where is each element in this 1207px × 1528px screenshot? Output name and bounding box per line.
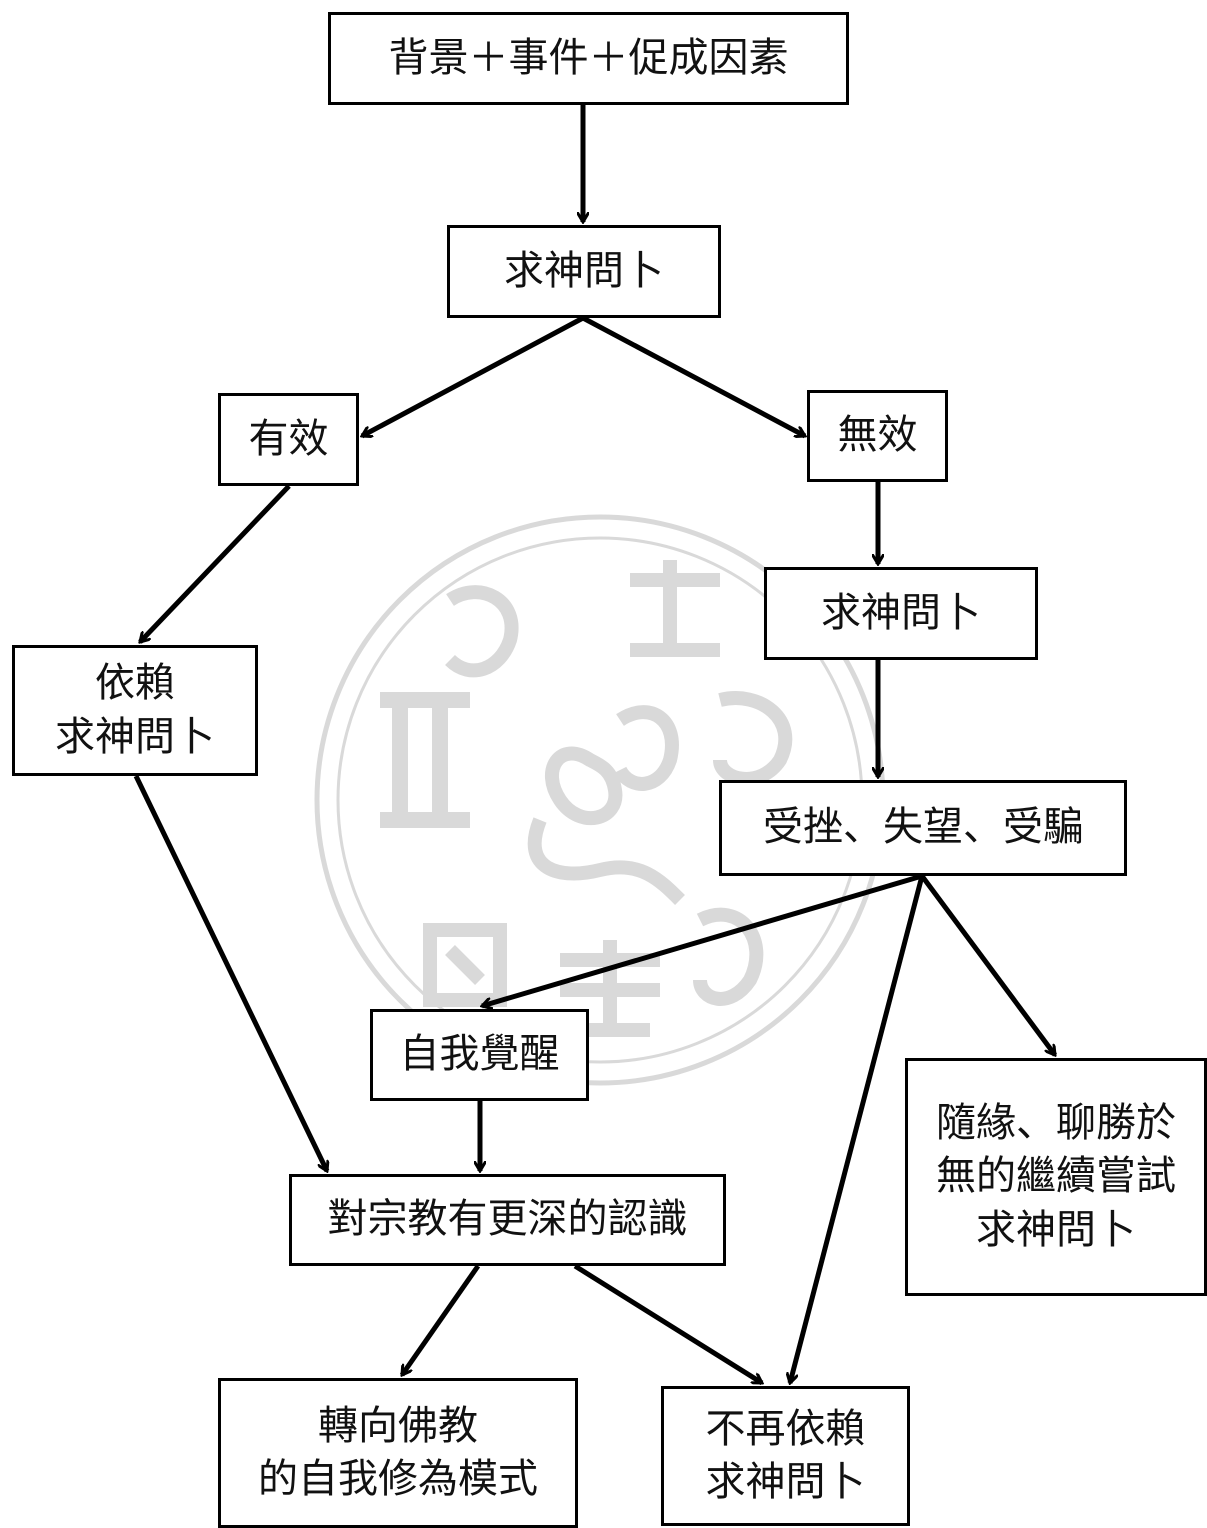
node-no-longer-dependent: 不再依賴 求神問卜 bbox=[661, 1386, 910, 1526]
node-divination: 求神問卜 bbox=[447, 225, 721, 318]
arrow-n2-to-n4 bbox=[581, 315, 805, 439]
node-dependence: 依賴 求神問卜 bbox=[12, 645, 258, 776]
node-buddhist-practice: 轉向佛教 的自我修為模式 bbox=[218, 1378, 578, 1528]
node-effective: 有效 bbox=[218, 393, 359, 486]
arrow-n7-to-n12 bbox=[790, 875, 925, 1383]
node-ineffective: 無效 bbox=[807, 390, 948, 482]
node-deeper-understanding: 對宗教有更深的認識 bbox=[289, 1174, 726, 1266]
node-casual-continue: 隨緣、聊勝於 無的繼續嘗試 求神問卜 bbox=[905, 1058, 1207, 1296]
arrow-n3-to-n6 bbox=[140, 484, 291, 642]
arrow-n7-to-n8 bbox=[482, 873, 923, 1006]
arrow-n2-to-n3 bbox=[362, 315, 585, 439]
node-divination-again: 求神問卜 bbox=[764, 567, 1038, 660]
arrow-n7-to-n9 bbox=[919, 874, 1058, 1055]
node-self-awakening: 自我覺醒 bbox=[370, 1009, 589, 1101]
arrow-n10-to-n12 bbox=[573, 1263, 762, 1386]
node-frustration: 受挫、失望、受騙 bbox=[719, 780, 1127, 876]
arrow-n10-to-n11 bbox=[399, 1264, 481, 1375]
node-context-event-factors: 背景＋事件＋促成因素 bbox=[328, 12, 849, 105]
arrow-n6-to-n10 bbox=[133, 774, 327, 1171]
